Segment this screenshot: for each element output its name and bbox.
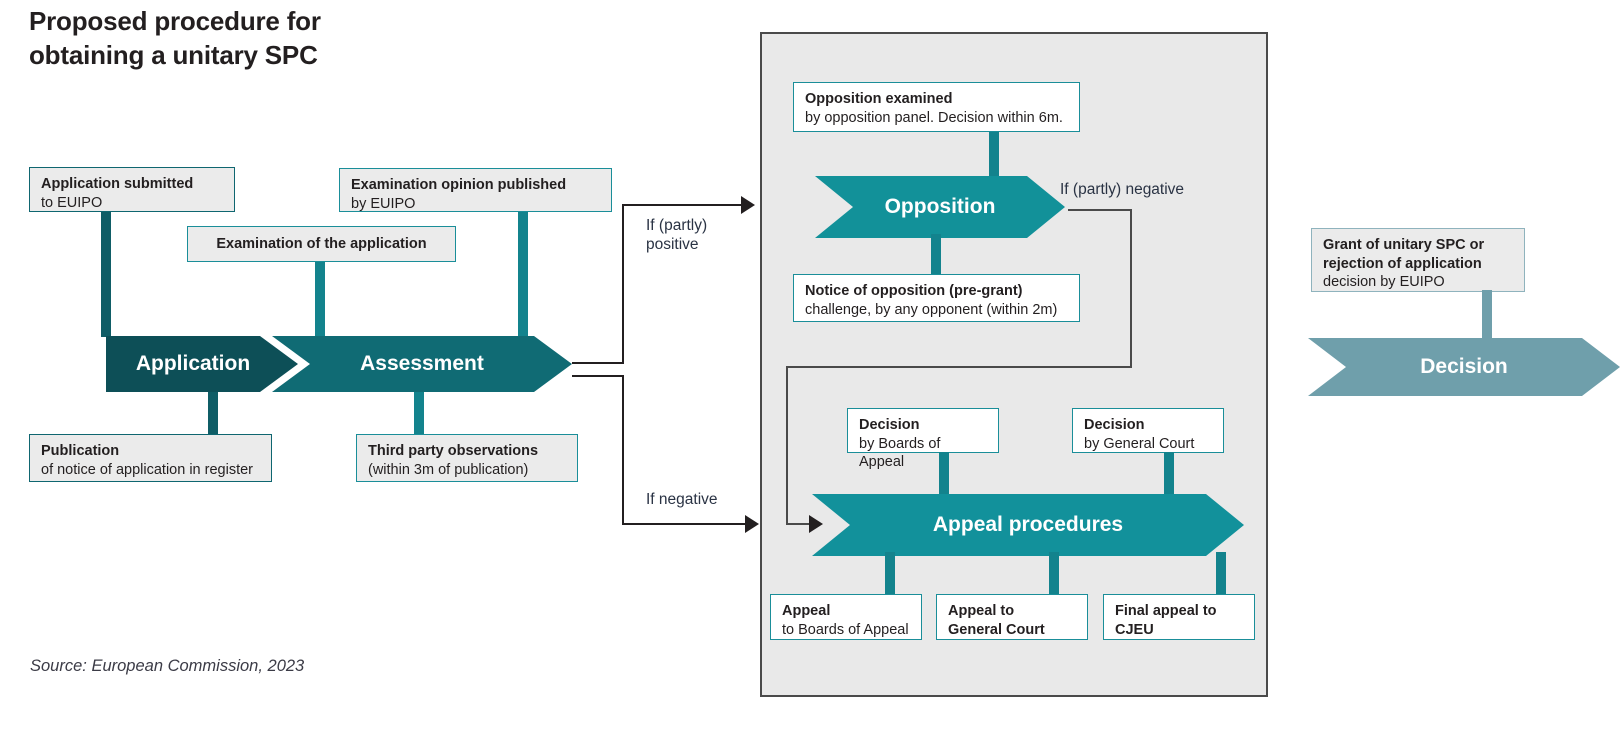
branch-positive-line-stub [572,362,624,364]
box-final-appeal-cjeu-title: Final appeal to [1115,603,1217,619]
stage-decision-label: Decision [1420,355,1508,378]
box-third-party-observations-title: Third party observations [368,443,539,459]
stem-final-appeal-cjeu [1216,552,1226,594]
box-grant-or-rejection-title: Grant of unitary SPC or rejection of app… [1323,237,1485,272]
stem-examination-opinion [518,208,528,338]
box-decision-general-court[interactable]: Decision by General Court [1072,408,1224,453]
box-decision-general-court-title: Decision [1084,417,1145,433]
box-publication[interactable]: Publication of notice of application in … [29,434,272,482]
branch-label-if-partly-negative: If (partly) negative [1060,181,1185,198]
branch-label-if-partly-positive: If (partly) positive [646,217,708,254]
box-application-submitted[interactable]: Application submitted to EUIPO [29,167,235,212]
box-notice-of-opposition-title: Notice of opposition (pre-grant) [805,283,1023,299]
box-examination-opinion-subtitle: by EUIPO [351,195,416,212]
box-appeal-boards-of-appeal-subtitle: to Boards of Appeal [782,621,909,638]
stem-application-submitted [101,212,111,337]
stem-examination-of-application [315,262,325,338]
stem-decision [1482,290,1492,342]
box-appeal-general-court-subtitle: General Court [948,621,1045,638]
box-appeal-boards-of-appeal[interactable]: Appeal to Boards of Appeal [770,594,922,640]
box-grant-or-rejection-subtitle: decision by EUIPO [1323,274,1445,291]
box-appeal-general-court[interactable]: Appeal to General Court [936,594,1088,640]
box-notice-of-opposition-subtitle: challenge, by any opponent (within 2m) [805,301,1058,318]
stem-decision-boards-of-appeal [939,452,949,500]
branch-negative-line-vertical [622,375,624,524]
branch-partly-negative-line-horizontal-mid [786,366,1132,368]
box-examination-opinion-title: Examination opinion published [351,177,567,193]
stage-appeal-label: Appeal procedures [932,513,1124,536]
stage-assessment-chevron[interactable]: Assessment [272,336,572,392]
page-title: Proposed procedure for obtaining a unita… [29,6,321,71]
box-decision-boards-of-appeal-title: Decision [859,417,920,433]
branch-positive-line-vertical [622,204,624,364]
branch-positive-arrowhead [741,196,755,214]
box-publication-title: Publication [41,443,120,459]
box-appeal-boards-of-appeal-title: Appeal [782,603,831,619]
branch-partly-negative-line-vertical-right [1130,209,1132,367]
box-third-party-observations-subtitle: (within 3m of publication) [368,461,529,478]
stem-decision-general-court [1164,452,1174,500]
box-opposition-examined-subtitle: by opposition panel. Decision within 6m. [805,109,1063,126]
box-decision-boards-of-appeal-subtitle: by Boards of Appeal [859,435,941,471]
box-examination-opinion[interactable]: Examination opinion published by EUIPO [339,168,612,212]
stage-opposition-label: Opposition [884,195,996,218]
stage-application-chevron[interactable]: Application [106,336,298,392]
box-notice-of-opposition[interactable]: Notice of opposition (pre-grant) challen… [793,274,1080,322]
branch-partly-negative-line-vertical-left [786,366,788,524]
box-third-party-observations[interactable]: Third party observations (within 3m of p… [356,434,578,482]
box-opposition-examined-title: Opposition examined [805,91,953,107]
box-final-appeal-cjeu-subtitle: CJEU [1115,621,1154,638]
opposition-appeal-panel [760,32,1268,697]
branch-negative-line-stub [572,375,624,377]
stem-appeal-general-court [1049,552,1059,594]
box-final-appeal-cjeu[interactable]: Final appeal to CJEU [1103,594,1255,640]
box-grant-or-rejection[interactable]: Grant of unitary SPC or rejection of app… [1311,228,1525,292]
box-publication-subtitle: of notice of application in register [41,461,253,478]
branch-negative-arrowhead [745,515,759,533]
stem-notice-of-opposition [931,234,941,276]
box-appeal-general-court-title: Appeal to [948,603,1015,619]
source-note: Source: European Commission, 2023 [30,657,305,675]
stem-opposition-examined [989,132,999,180]
stage-decision-chevron[interactable]: Decision [1308,338,1620,396]
box-decision-general-court-subtitle: by General Court [1084,435,1195,452]
stage-assessment-label: Assessment [360,352,484,375]
stem-appeal-boards-of-appeal [885,552,895,594]
branch-partly-negative-line-horizontal-bottom [786,523,812,525]
box-decision-boards-of-appeal[interactable]: Decision by Boards of Appeal [847,408,999,470]
stage-opposition-chevron[interactable]: Opposition [815,176,1065,238]
stage-appeal-chevron[interactable]: Appeal procedures [812,494,1244,556]
box-examination-of-application[interactable]: Examination of the application [187,226,456,262]
stem-third-party-observations [414,390,424,436]
box-application-submitted-title: Application submitted [41,176,194,192]
stage-application-label: Application [135,352,251,375]
branch-partly-negative-line-horizontal-top [1068,209,1131,211]
branch-partly-negative-arrowhead [809,515,823,533]
branch-negative-line-horizontal [622,523,746,525]
branch-label-if-negative: If negative [646,491,718,508]
box-opposition-examined[interactable]: Opposition examined by opposition panel.… [793,82,1080,132]
stem-publication [208,390,218,436]
box-application-submitted-subtitle: to EUIPO [41,194,103,211]
box-examination-of-application-title: Examination of the application [216,235,427,252]
branch-positive-line-horizontal [622,204,742,206]
